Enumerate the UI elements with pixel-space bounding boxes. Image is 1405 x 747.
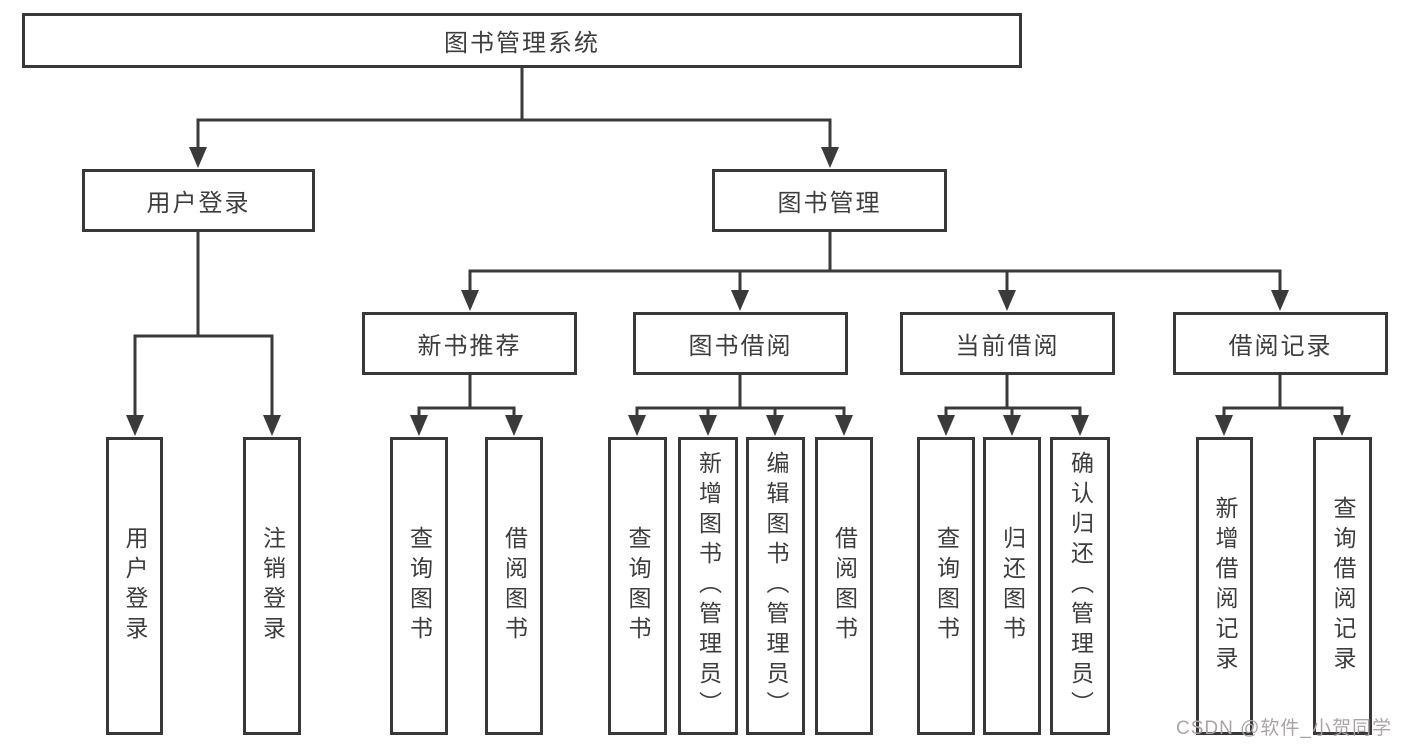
edge-book-borrowing-children [635,373,846,420]
node-root-label: 图书管理系统 [444,30,600,57]
leaf-user-login-label: 用户登录 [122,526,148,646]
node-book-borrowing: 图书借阅 [633,312,848,375]
leaf-add-book-admin-label: 新增图书（管理员） [695,451,722,721]
node-book-management: 图书管理 [712,169,947,232]
arrow-down-icon [821,147,839,168]
node-borrowing-records: 借阅记录 [1173,312,1388,375]
arrow-down-icon [1271,290,1289,311]
arrow-down-icon [937,415,955,436]
leaf-add-borrow-record: 新增借阅记录 [1196,437,1253,735]
leaf-confirm-return-admin: 确认归还（管理员） [1050,437,1110,735]
arrow-down-icon [189,147,207,168]
arrow-down-icon [126,415,144,436]
leaf-borrow-books-recommend: 借阅图书 [485,437,543,735]
leaf-edit-book-admin: 编辑图书（管理员） [746,437,805,735]
leaf-return-books: 归还图书 [983,437,1041,735]
edge-current-borrowing-children [944,373,1082,420]
arrow-down-icon [410,415,428,436]
leaf-add-borrow-record-label: 新增借阅记录 [1212,496,1238,676]
arrow-down-icon [1215,415,1233,436]
arrow-down-icon [461,290,479,311]
arrow-down-icon [835,415,853,436]
arrow-down-icon [766,415,784,436]
node-root: 图书管理系统 [22,13,1022,68]
leaf-query-borrow-record-label: 查询借阅记录 [1330,496,1356,676]
leaf-logout: 注销登录 [243,437,301,735]
node-new-book-recommend: 新书推荐 [362,312,577,375]
arrow-down-icon [628,415,646,436]
arrowheads [126,147,1351,436]
node-current-borrowing: 当前借阅 [900,312,1115,375]
edge-user-login-subtree [133,230,274,420]
leaf-borrow-books-label: 借阅图书 [831,526,858,646]
leaf-edit-book-admin-label: 编辑图书（管理员） [763,451,789,721]
leaf-borrow-books: 借阅图书 [815,437,873,735]
leaf-return-books-label: 归还图书 [999,526,1026,646]
leaf-query-books-current-label: 查询图书 [933,526,960,646]
arrow-down-icon [1333,415,1351,436]
node-book-management-label: 图书管理 [777,190,882,217]
leaf-query-books-recommend-label: 查询图书 [406,526,433,646]
node-user-login-label: 用户登录 [146,190,251,217]
leaf-user-login: 用户登录 [106,437,163,735]
arrow-down-icon [1071,415,1089,436]
arrow-down-icon [731,290,749,311]
arrow-down-icon [699,415,717,436]
edge-borrowing-records-children [1222,373,1344,420]
edge-book-management-splitter [468,230,1282,294]
leaf-query-borrow-record: 查询借阅记录 [1313,437,1372,735]
leaf-borrow-books-recommend-label: 借阅图书 [501,526,528,646]
arrow-down-icon [263,415,281,436]
leaf-query-books-current: 查询图书 [917,437,975,735]
leaf-query-books-borrowing-label: 查询图书 [625,526,651,646]
leaf-query-books-borrowing: 查询图书 [608,437,667,735]
node-book-borrowing-label: 图书借阅 [688,333,793,360]
leaf-logout-label: 注销登录 [259,526,286,646]
leaf-confirm-return-admin-label: 确认归还（管理员） [1067,451,1094,721]
arrow-down-icon [505,415,523,436]
leaf-add-book-admin: 新增图书（管理员） [678,437,738,735]
arrow-down-icon [998,290,1016,311]
edge-root-to-level2 [196,66,832,152]
leaf-query-books-recommend: 查询图书 [390,437,448,735]
node-new-book-recommend-label: 新书推荐 [417,333,522,360]
arrow-down-icon [1003,415,1021,436]
node-borrowing-records-label: 借阅记录 [1228,333,1333,360]
watermark: CSDN @软件_小贺同学 [1176,718,1392,739]
edge-new-book-recommend-children [417,373,516,420]
node-user-login: 用户登录 [82,169,315,232]
node-current-borrowing-label: 当前借阅 [955,333,1060,360]
